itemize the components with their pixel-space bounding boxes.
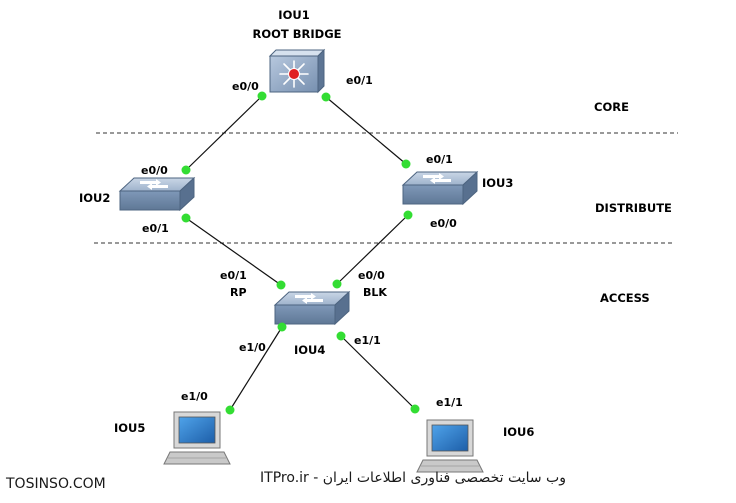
port-dot-iou2-e01 [181,213,191,223]
port-dot-iou5-e10 [225,405,235,415]
iou4-e11-label: e1/1 [354,334,381,347]
access-layer-label: ACCESS [600,291,650,305]
link-iou3-iou4 [336,214,409,285]
port-dot-iou1-e01 [321,92,331,102]
core-layer-label: CORE [594,100,629,114]
iou2-e01-label: e0/1 [142,222,169,235]
port-dot-iou4-e10 [277,322,287,332]
iou4-blk-label: BLK [363,286,387,299]
links [185,95,416,411]
link-iou4-iou5 [229,326,283,411]
link-iou2-iou4 [185,217,282,286]
port-dot-iou4-e00 [332,279,342,289]
iou4-e00-label: e0/0 [358,269,385,282]
iou5-e10-label: e1/0 [181,390,208,403]
port-status-dots [181,91,420,415]
iou4-switch-icon[interactable] [273,290,351,326]
port-dot-iou3-e01 [401,159,411,169]
port-dot-iou4-e01 [276,280,286,290]
iou1-e01-label: e0/1 [346,74,373,87]
link-iou4-iou6 [340,335,416,410]
iou5-name-label: IOU5 [114,421,145,435]
tosinso-watermark: TOSINSO.COM [5,476,106,492]
port-dot-iou1-e00 [257,91,267,101]
iou2-switch-icon[interactable] [118,176,196,212]
link-iou1-iou3 [325,96,407,165]
iou1-e00-label: e0/0 [232,80,259,93]
root-bridge-indicator [288,68,300,80]
iou2-e00-label: e0/0 [141,164,168,177]
port-dot-iou3-e00 [403,210,413,220]
iou3-e00-label: e0/0 [430,217,457,230]
iou1-multilayer-switch-icon[interactable] [268,48,326,94]
iou4-e10-label: e1/0 [239,341,266,354]
iou1-role-label: ROOT BRIDGE [253,27,342,41]
iou4-e01-label: e0/1 [220,269,247,282]
iou3-e01-label: e0/1 [426,153,453,166]
iou3-switch-icon[interactable] [401,170,479,206]
port-dot-iou2-e00 [181,165,191,175]
iou3-name-label: IOU3 [482,176,513,190]
iou1-name-label: IOU1 [278,8,309,22]
itpro-watermark: ITPro.ir - وب سایت تخصصی فناوری اطلاعات … [260,470,566,486]
port-dot-iou4-e11 [336,331,346,341]
distribute-layer-label: DISTRIBUTE [595,201,672,215]
iou2-name-label: IOU2 [79,191,110,205]
iou6-pc-icon[interactable] [416,419,484,473]
iou5-pc-icon[interactable] [163,411,231,465]
iou4-rp-label: RP [230,286,247,299]
link-iou1-iou2 [185,95,263,171]
iou6-e11-label: e1/1 [436,396,463,409]
iou6-name-label: IOU6 [503,425,534,439]
iou4-name-label: IOU4 [294,343,325,357]
port-dot-iou6-e11 [410,404,420,414]
